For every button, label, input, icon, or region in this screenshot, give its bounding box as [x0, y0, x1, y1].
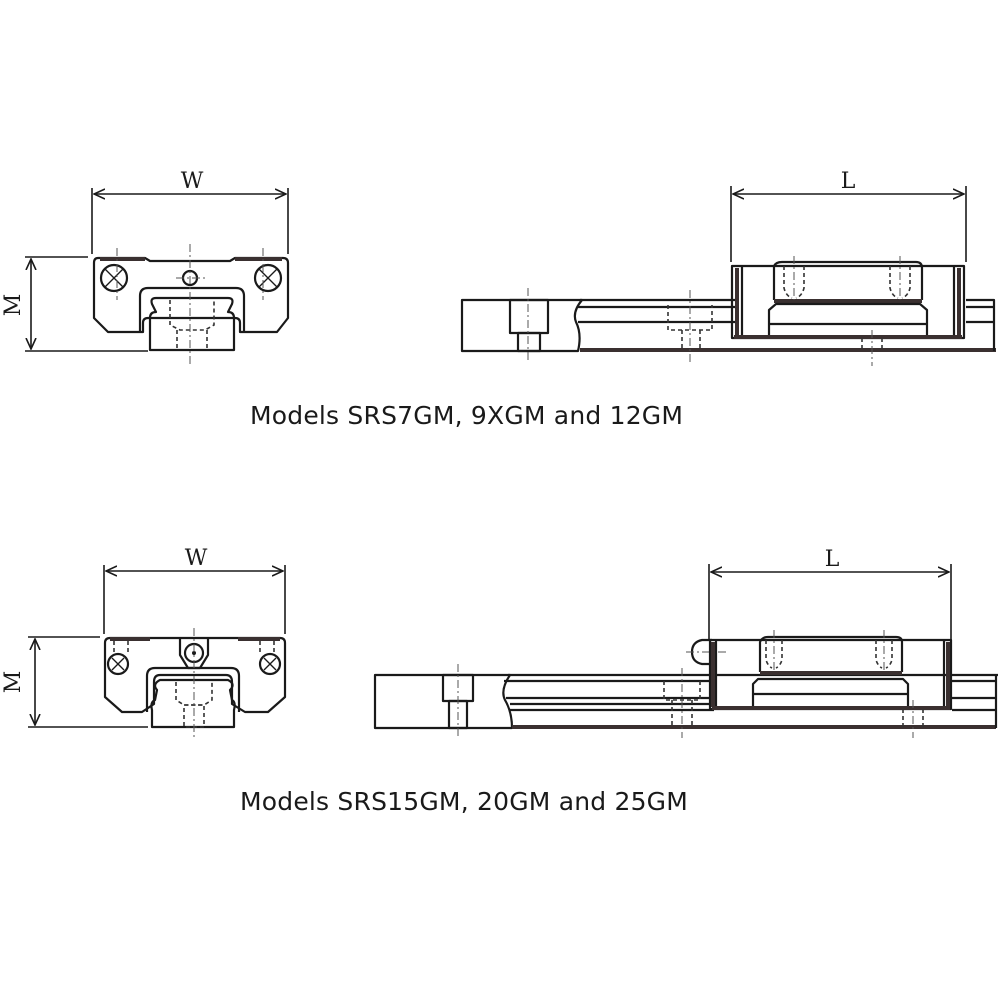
m-label: M: [1, 294, 26, 317]
front-view-large: W M: [1, 546, 287, 740]
front-view-small: W M: [1, 169, 290, 366]
mounting-screw-icon: [106, 652, 130, 676]
tapped-hole-hidden: [875, 640, 893, 669]
rail-bolt-hole: [516, 331, 542, 353]
mounting-screw-icon: [258, 652, 282, 676]
rail-counterbore: [508, 298, 550, 335]
nipple-center: [192, 651, 196, 655]
rail-right-end: [966, 298, 996, 351]
figure-caption-small: Models SRS7GM, 9XGM and 12GM: [250, 401, 684, 430]
mounting-screw-icon: [253, 263, 283, 293]
rail-profile: [148, 296, 236, 352]
figure-caption-large: Models SRS15GM, 20GM and 25GM: [240, 787, 689, 816]
m-label: M: [1, 671, 26, 694]
rail-profile: [150, 678, 236, 729]
block-outline: [103, 636, 287, 714]
rail-left-end: [460, 298, 584, 353]
tapped-hole-hidden: [889, 266, 911, 299]
block-outline: [92, 256, 290, 334]
l-label: L: [841, 169, 856, 194]
side-view-small: L: [460, 169, 996, 366]
block-lower-step: [751, 677, 910, 709]
w-label: W: [185, 546, 208, 571]
tapped-hole-hidden: [783, 266, 805, 299]
rail-bolt-hole-hidden: [169, 300, 215, 331]
block-raised-top: [758, 635, 904, 672]
tapped-hole-hidden: [765, 640, 783, 669]
block-channel: [138, 286, 246, 332]
block-lower-step: [767, 302, 929, 338]
mounting-screw-icon: [99, 263, 129, 293]
l-label: L: [825, 547, 840, 572]
block-raised-top: [772, 260, 924, 300]
side-view-large: L: [373, 547, 998, 738]
w-label: W: [181, 169, 204, 194]
